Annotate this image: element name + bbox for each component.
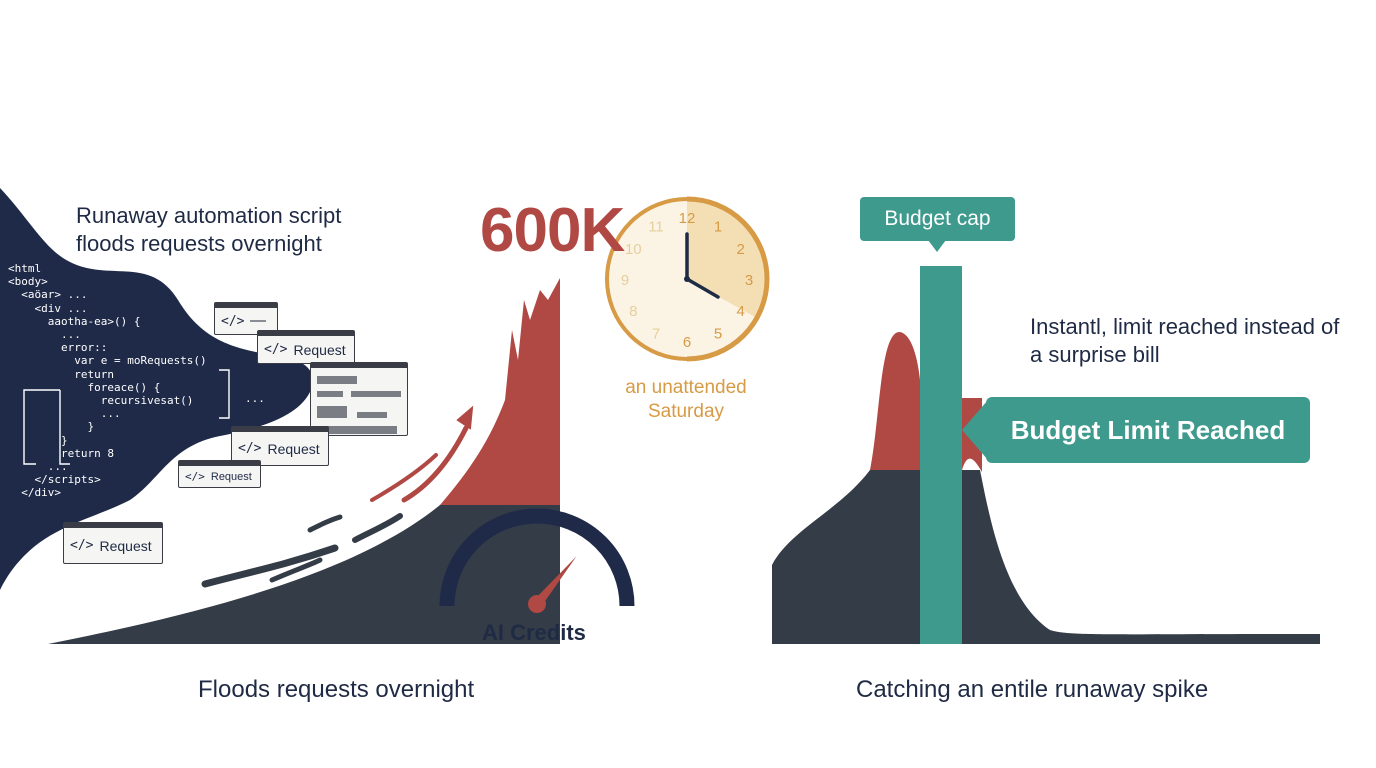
- clock-number: 12: [679, 210, 696, 227]
- request-window: </> Request: [257, 330, 355, 364]
- limit-pointer: [962, 400, 988, 460]
- request-label: Request: [267, 440, 320, 457]
- code-bracket-right: [219, 369, 230, 419]
- request-label: Request: [210, 470, 252, 483]
- request-count: 600K: [480, 196, 625, 265]
- credits-gauge: [439, 508, 635, 613]
- clock-number: 3: [745, 272, 753, 289]
- clock-number: 4: [737, 303, 745, 320]
- gauge-needle: [533, 556, 577, 608]
- clock-number: 2: [737, 241, 745, 258]
- clock-number: 10: [625, 241, 642, 258]
- clock-number: 11: [648, 218, 664, 235]
- budget-limit-badge: Budget Limit Reached: [986, 397, 1310, 463]
- capped-wave-dark-tail: [962, 470, 1320, 644]
- capped-spike-red: [870, 331, 920, 470]
- browser-window: [310, 362, 408, 436]
- request-label: Request: [99, 537, 152, 554]
- code-icon: </>: [185, 470, 205, 483]
- clock-number: 5: [714, 326, 722, 343]
- clock-number: 8: [629, 303, 637, 320]
- volume-wave-dark: [48, 505, 560, 644]
- code-icon: </>: [221, 313, 245, 329]
- request-label: Request: [293, 341, 346, 358]
- gauge-label: AI Credits: [482, 620, 586, 645]
- code-bracket: [23, 389, 70, 465]
- clock-number: 6: [683, 334, 691, 351]
- clock-number: 7: [652, 326, 660, 343]
- code-icon: </>: [264, 342, 288, 357]
- volume-spike-red: [440, 278, 560, 505]
- request-window: </> Request: [231, 426, 329, 466]
- request-window: </> Request: [178, 460, 261, 488]
- budget-cap-bar: [920, 266, 962, 644]
- capped-wave-dark: [772, 470, 920, 644]
- clock-number: 9: [621, 272, 629, 289]
- code-window: </>: [214, 302, 278, 335]
- code-snippet: <html <body> <aöar> ... <div ... aaotha-…: [8, 262, 207, 500]
- right-footer: Catching an entile runaway spike: [856, 676, 1209, 703]
- cap-label-pointer: [928, 240, 946, 252]
- left-headline: Runaway automation script floods request…: [76, 203, 342, 256]
- left-footer: Floods requests overnight: [198, 676, 475, 703]
- code-icon: </>: [70, 538, 94, 553]
- speed-lines: [201, 405, 474, 588]
- request-window: </> Request: [63, 522, 163, 564]
- budget-cap-label: Budget cap: [860, 197, 1015, 241]
- code-ellipsis: ...: [245, 392, 265, 405]
- code-flood-shape: [0, 188, 314, 590]
- code-icon: </>: [238, 441, 262, 456]
- clock-number: 1: [714, 218, 722, 235]
- clock-caption: an unattended Saturday: [625, 377, 747, 422]
- browser-content: [317, 374, 401, 434]
- right-caption: Instantl, limit reached instead of a sur…: [1030, 314, 1340, 367]
